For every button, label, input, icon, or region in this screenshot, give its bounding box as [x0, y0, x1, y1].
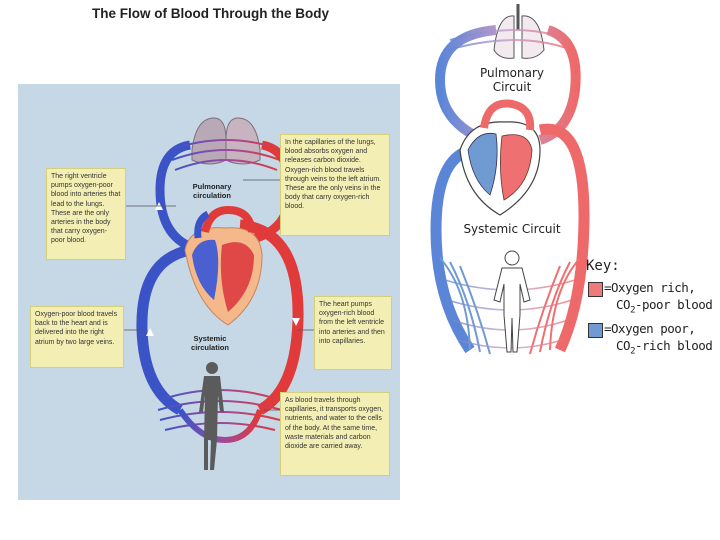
callout-capillaries: As blood travels through capillaries, it… [280, 392, 390, 476]
key-co2-subscript-2: 2 [630, 346, 635, 357]
callout-right-ventricle: The right ventricle pumps oxygen-poor bl… [46, 168, 126, 260]
key-co2-text-2: CO [616, 338, 631, 353]
callout-leader-lines [123, 179, 316, 411]
heart-illustration [184, 205, 263, 326]
right-pulmonary-capillaries [447, 29, 573, 51]
pulmonary-circuit-line2: Circuit [492, 80, 532, 94]
key-oxygen-poor-line1: =Oxygen poor, [604, 321, 696, 336]
pulmonary-capillary-bed [169, 139, 283, 171]
key-co2-text: CO [616, 297, 631, 312]
callout-oxygen-poor-return: Oxygen-poor blood travels back to the he… [30, 306, 124, 368]
key-oxygen-rich-line1: =Oxygen rich, [604, 280, 696, 295]
key-oxygen-poor-line2: CO2-rich blood [616, 338, 713, 357]
pulmonary-loop-left-vessel [155, 140, 202, 255]
key-oxygen-poor-rest: -rich blood [634, 338, 713, 353]
key-co2-subscript: 2 [630, 305, 635, 316]
systemic-label-line2: circulation [191, 343, 229, 352]
pulmonary-label-line2: circulation [193, 191, 231, 200]
right-heart-illustration [459, 99, 541, 216]
systemic-label-line1: Systemic [193, 334, 227, 343]
key-swatch-oxygen-rich [588, 282, 603, 297]
pulmonary-label-line1: Pulmonary [192, 182, 232, 191]
systemic-circuit-label: Systemic Circuit [452, 222, 572, 236]
systemic-return-curve [177, 408, 263, 444]
person-illustration [199, 362, 224, 470]
callout-lung-capillaries: In the capillaries of the lungs, blood a… [280, 134, 390, 236]
key-oxygen-rich-rest: -poor blood [634, 297, 713, 312]
pulmonary-circuit-line1: Pulmonary [480, 66, 544, 80]
callout-heart-pumps: The heart pumps oxygen-rich blood from t… [314, 296, 392, 370]
page-title: The Flow of Blood Through the Body [92, 6, 329, 21]
key-swatch-oxygen-poor [588, 323, 603, 338]
pulmonary-circuit-label: Pulmonary Circuit [470, 66, 554, 94]
key-title: Key: [586, 258, 620, 274]
pulmonary-circulation-label: Pulmonary circulation [184, 182, 240, 200]
right-systemic-artery [538, 123, 590, 353]
right-person-illustration [493, 250, 531, 353]
systemic-circulation-label: Systemic circulation [182, 334, 238, 352]
key-oxygen-rich-line2: CO2-poor blood [616, 297, 713, 316]
